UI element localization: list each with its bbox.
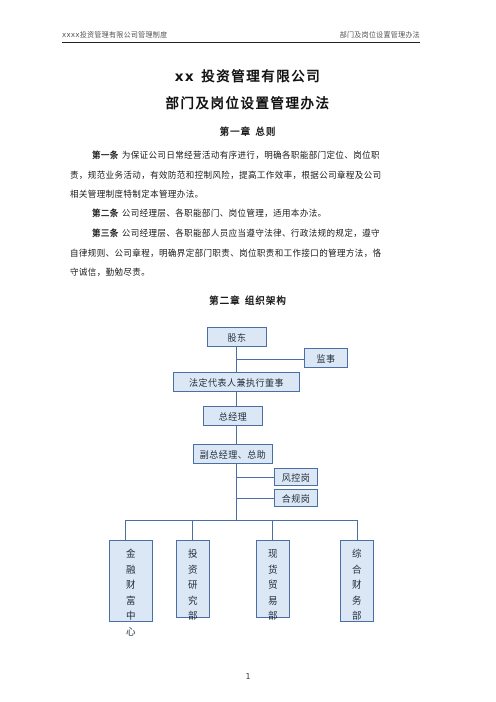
connector-dept-horizontal	[125, 520, 357, 521]
wealth-center-char-6: 心	[125, 626, 136, 638]
finance-char-5: 部	[351, 611, 362, 622]
page-header-left: xxxx投资管理有限公司管理制度	[62, 31, 168, 39]
wealth-center-char-3: 财	[125, 580, 136, 591]
connector-dept-2	[192, 520, 193, 540]
org-box-finance: 综 合 财 务 部	[340, 540, 374, 622]
article-1-label: 第一条	[92, 151, 119, 161]
wealth-center-char-5: 中	[125, 611, 136, 622]
article-3-label: 第三条	[92, 229, 119, 239]
article-1-line-2: 责，规范业务活动，有效防范和控制风险，提高工作效率，根据公司章程及公司	[70, 170, 382, 181]
document-title: 部门及岗位设置管理办法	[165, 96, 331, 112]
wealth-center-char-2: 融	[125, 564, 136, 576]
article-2-label: 第二条	[92, 209, 119, 219]
spot-trading-char-5: 部	[267, 611, 278, 622]
wealth-center-char-1: 金	[125, 549, 136, 560]
investment-research-char-2: 资	[187, 564, 198, 576]
org-box-supervisor: 监事	[304, 348, 348, 368]
connector-compliance-branch	[236, 498, 274, 499]
connector-gm-to-deputy	[236, 426, 237, 444]
article-3-line-3: 守诚信，勤勉尽责。	[70, 268, 151, 278]
org-box-risk-control: 风控岗	[274, 468, 318, 486]
org-box-spot-trading: 现 货 贸 易 部	[256, 540, 290, 622]
org-box-deputy-gm: 副总经理、总助	[193, 444, 273, 464]
finance-char-3: 财	[351, 580, 362, 591]
finance-char-2: 合	[351, 564, 362, 576]
header-rule	[62, 42, 420, 43]
spot-trading-char-2: 货	[267, 564, 278, 576]
connector-dept-1	[125, 520, 126, 540]
article-2: 第二条 公司经理层、各职能部门、岗位管理，适用本办法。	[92, 205, 422, 225]
connector-legal-to-gm	[236, 392, 237, 407]
connector-supervisor-branch	[236, 359, 304, 360]
spot-trading-char-1: 现	[267, 549, 278, 560]
org-box-legal-rep: 法定代表人兼执行董事	[173, 372, 300, 392]
connector-dept-4	[357, 520, 358, 540]
org-box-investment-research: 投 资 研 究 部	[176, 540, 210, 622]
wealth-center-char-4: 富	[125, 595, 136, 607]
connector-risk-branch	[236, 477, 274, 478]
org-box-wealth-center: 金 融 财 富 中 心	[109, 540, 153, 638]
finance-char-1: 综	[351, 549, 362, 560]
page-header-right: 部门及岗位设置管理办法	[339, 31, 420, 39]
page-number: 1	[245, 672, 251, 681]
spot-trading-char-4: 易	[267, 595, 278, 607]
investment-research-char-4: 究	[187, 595, 198, 607]
chapter-2-heading: 第二章 组织架构	[209, 296, 287, 307]
connector-dept-3	[272, 520, 273, 540]
org-box-general-manager: 总经理	[203, 406, 263, 426]
chapter-1-heading: 第一章 总则	[219, 127, 277, 138]
article-3-line-2: 自律规则、公司章程，明确界定部门职责、岗位职责和工作接口的管理方法，恪	[70, 248, 382, 259]
investment-research-char-5: 部	[187, 611, 198, 622]
org-box-shareholders: 股东	[207, 327, 267, 347]
article-1-line-3: 相关管理制度特制定本管理办法。	[70, 190, 204, 200]
finance-char-4: 务	[351, 595, 362, 607]
article-3: 第三条 公司经理层、各职能部人员应当遵守法律、行政法规的规定，遵守 自律规则、公…	[70, 225, 422, 284]
connector-deputy-down	[236, 464, 237, 520]
article-1-line-1: 为保证公司日常经营活动有序进行，明确各职能部门定位、岗位职	[121, 151, 380, 161]
investment-research-char-3: 研	[187, 580, 198, 591]
org-box-compliance: 合规岗	[274, 489, 318, 507]
article-3-line-1: 公司经理层、各职能部人员应当遵守法律、行政法规的规定，遵守	[121, 229, 380, 239]
article-1: 第一条 为保证公司日常经营活动有序进行，明确各职能部门定位、岗位职 责，规范业务…	[70, 147, 422, 206]
article-2-line-1: 公司经理层、各职能部门、岗位管理，适用本办法。	[121, 209, 327, 219]
spot-trading-char-3: 贸	[267, 580, 278, 591]
investment-research-char-1: 投	[187, 549, 198, 560]
company-title: xx 投资管理有限公司	[174, 69, 322, 85]
